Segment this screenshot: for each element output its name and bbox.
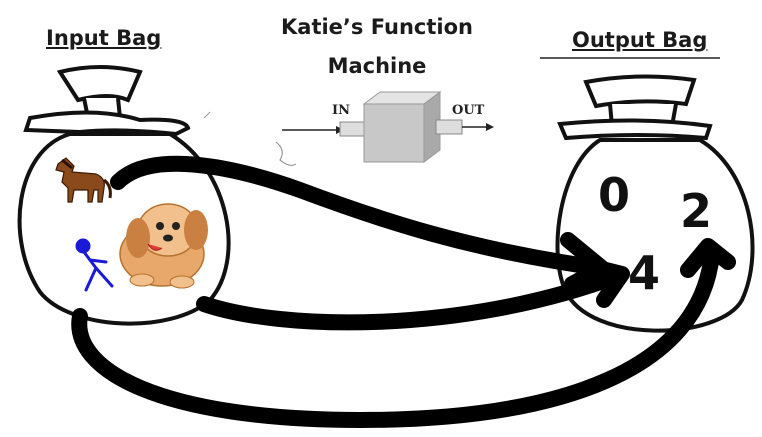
input-bag — [17, 65, 231, 326]
output-value-4: 4 — [628, 246, 661, 300]
machine-in-label: IN — [332, 103, 350, 118]
arrow-dog-to-4 — [196, 267, 628, 331]
output-value-0: 0 — [598, 168, 631, 222]
arrowhead-person — [680, 238, 736, 278]
arrow-person-to-2 — [71, 246, 720, 428]
machine-title: Katie’s Function Machine — [281, 15, 473, 78]
horse-icon — [55, 157, 112, 203]
output-bag-title: Output Bag — [572, 28, 708, 52]
output-value-2: 2 — [680, 184, 713, 238]
function-machine: IN OUT — [203, 91, 494, 166]
machine-out-label: OUT — [452, 103, 485, 118]
input-bag-title: Input Bag — [46, 26, 162, 50]
dog-icon — [119, 203, 208, 289]
arrowhead-dog — [582, 258, 630, 308]
stick-person-icon — [75, 238, 114, 292]
arrow-horse-to-4 — [110, 155, 608, 276]
